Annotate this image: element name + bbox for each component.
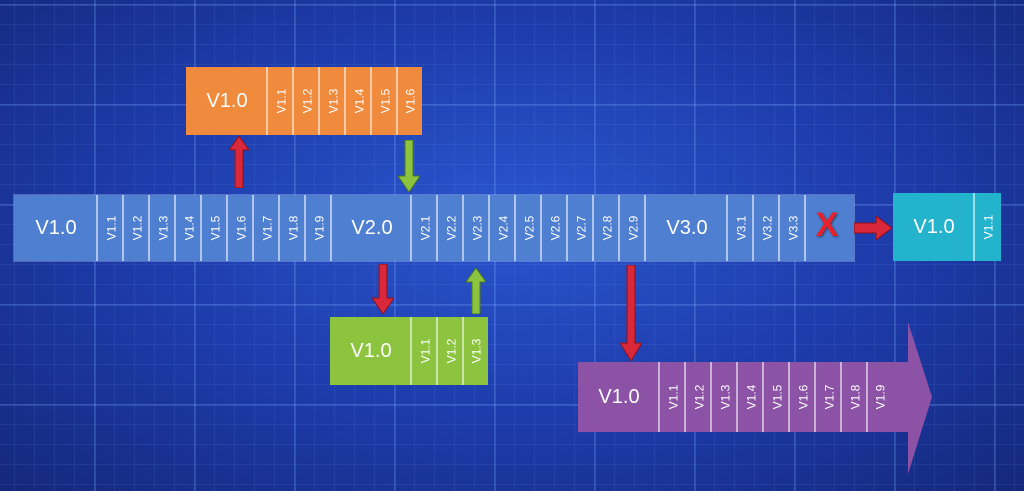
purple-branch-sub-version: V1.3 [712, 362, 738, 432]
orange-branch-sub-version: V1.5 [372, 67, 398, 135]
trunk-sub-version: V1.2 [124, 195, 150, 261]
purple-branch-sub-version: V1.9 [868, 362, 892, 432]
purple-branch-sub-version: V1.1 [660, 362, 686, 432]
trunk-sub-version: V1.8 [280, 195, 306, 261]
red-arrow-right-icon [854, 216, 892, 240]
red-arrow-down-long-icon [620, 265, 642, 361]
trunk-sub-version: V1.5 [202, 195, 228, 261]
red-arrow-down-icon [372, 264, 394, 314]
trunk-sub-version: V2.9 [620, 195, 646, 261]
red-arrow-up-icon [229, 136, 249, 188]
purple-branch-sub-version: V1.2 [686, 362, 712, 432]
trunk-sub-version: V2.1 [412, 195, 438, 261]
green-branch-sub-version: V1.1 [412, 317, 438, 385]
trunk-sub-version: V3.1 [728, 195, 754, 261]
orange-branch-main-version: V1.0 [186, 67, 268, 135]
main-trunk: V1.0 V1.1 V1.2 V1.3 V1.4 V1.5 V1.6 V1.7 … [14, 195, 854, 261]
orange-branch-sub-version: V1.6 [398, 67, 422, 135]
trunk-sub-version: V1.9 [306, 195, 332, 261]
purple-branch: V1.0 V1.1 V1.2 V1.3 V1.4 V1.5 V1.6 V1.7 … [578, 322, 932, 474]
purple-branch-sub-version: V1.7 [816, 362, 842, 432]
purple-branch-sub-version: V1.8 [842, 362, 868, 432]
orange-branch-sub-version: V1.4 [346, 67, 372, 135]
trunk-sub-version: V2.8 [594, 195, 620, 261]
green-branch-sub-version: V1.2 [438, 317, 464, 385]
green-arrow-up-icon [466, 268, 486, 314]
trunk-sub-version: V2.4 [490, 195, 516, 261]
trunk-main-version-1: V1.0 [14, 195, 98, 261]
teal-branch-main-version: V1.0 [893, 193, 975, 261]
trunk-sub-version: V2.3 [464, 195, 490, 261]
green-branch: V1.0 V1.1 V1.2 V1.3 [330, 317, 488, 385]
trunk-sub-version: V1.1 [98, 195, 124, 261]
teal-branch-sub-version: V1.1 [975, 193, 1001, 261]
orange-branch-sub-version: V1.1 [268, 67, 294, 135]
trunk-sub-version: V2.7 [568, 195, 594, 261]
trunk-sub-version: V2.5 [516, 195, 542, 261]
trunk-sub-version: V1.6 [228, 195, 254, 261]
purple-branch-sub-version: V1.4 [738, 362, 764, 432]
teal-branch: V1.0 V1.1 [893, 193, 1001, 261]
trunk-main-version-3: V3.0 [646, 195, 728, 261]
trunk-sub-version: V1.4 [176, 195, 202, 261]
orange-branch: V1.0 V1.1 V1.2 V1.3 V1.4 V1.5 V1.6 [186, 67, 422, 135]
orange-branch-sub-version: V1.3 [320, 67, 346, 135]
trunk-sub-version: V1.7 [254, 195, 280, 261]
purple-branch-main-version: V1.0 [578, 362, 660, 432]
orange-branch-sub-version: V1.2 [294, 67, 320, 135]
trunk-end-cell [806, 195, 854, 261]
trunk-main-version-2: V2.0 [332, 195, 412, 261]
trunk-sub-version: V2.6 [542, 195, 568, 261]
trunk-sub-version: V3.3 [780, 195, 806, 261]
trunk-sub-version: V2.2 [438, 195, 464, 261]
trunk-sub-version: V1.3 [150, 195, 176, 261]
purple-branch-sub-version: V1.5 [764, 362, 790, 432]
green-branch-main-version: V1.0 [330, 317, 412, 385]
green-arrow-down-icon [398, 140, 420, 192]
trunk-sub-version: V3.2 [754, 195, 780, 261]
green-branch-sub-version: V1.3 [464, 317, 488, 385]
terminated-x-mark: X [815, 206, 839, 244]
purple-branch-sub-version: V1.6 [790, 362, 816, 432]
